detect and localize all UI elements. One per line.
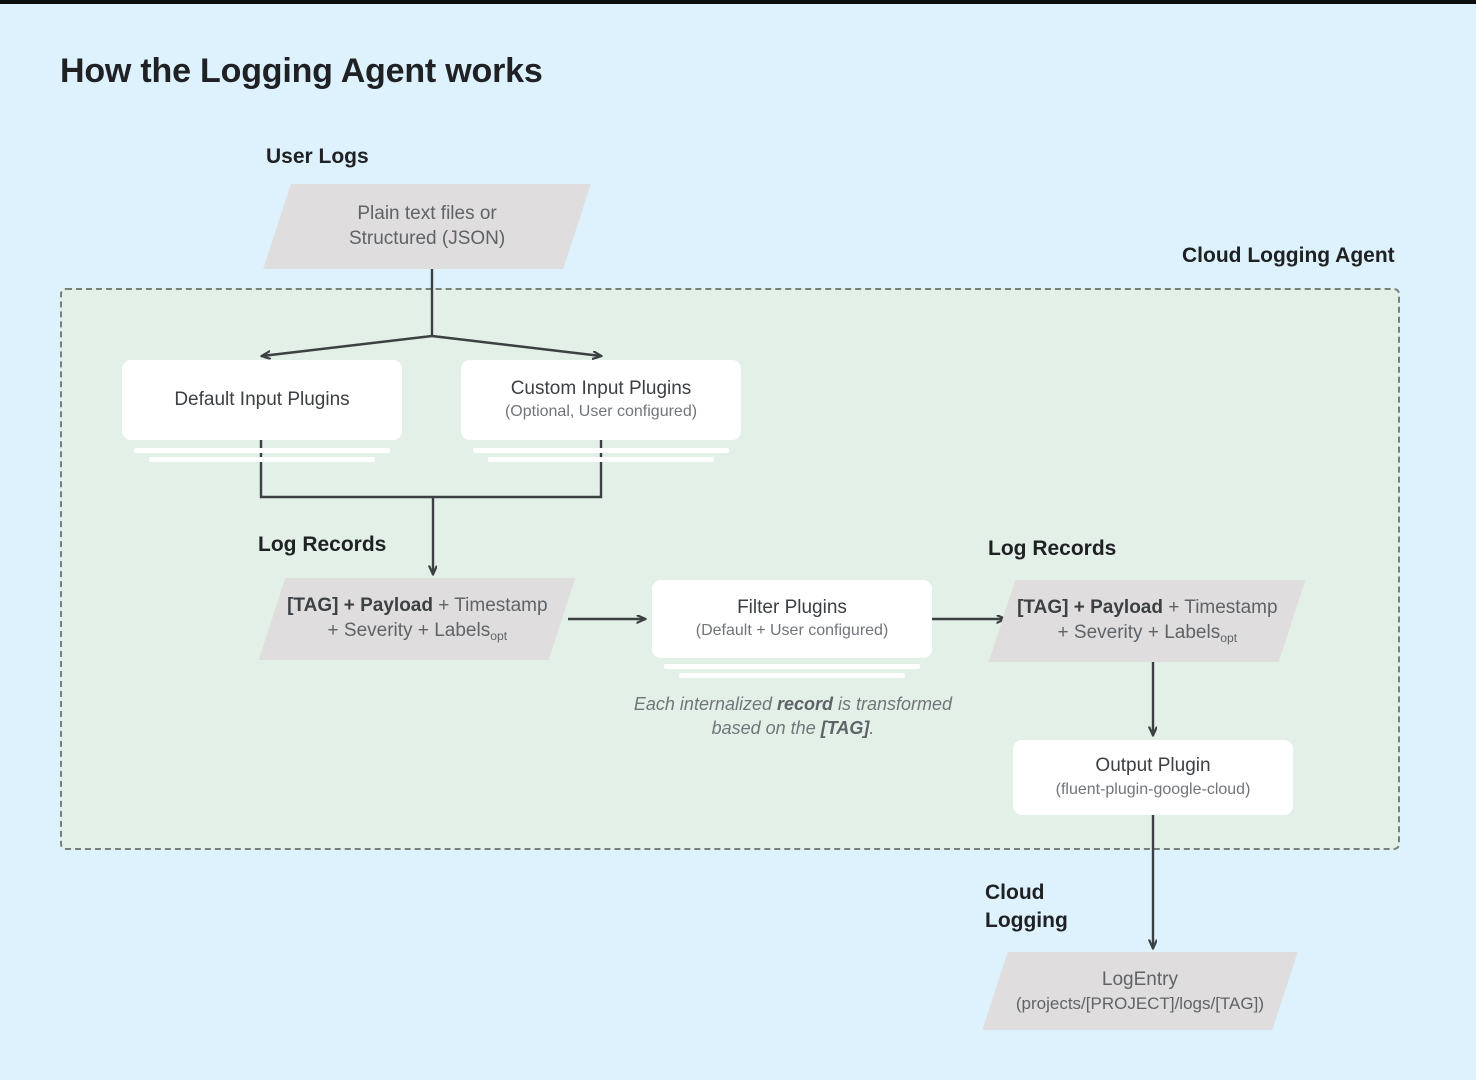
logrec-left-bold: [TAG] + Payload xyxy=(286,595,433,617)
filter-title: Filter Plugins xyxy=(737,596,847,618)
label-cloud-logging: Cloud Logging xyxy=(985,881,1068,932)
filter-subtitle: (Default + User configured) xyxy=(695,622,889,640)
label-log-records-right: Log Records xyxy=(988,537,1117,560)
default-input-title: Default Input Plugins xyxy=(174,389,350,411)
note-part2: is transformed based on the xyxy=(711,694,953,739)
card-custom-input-plugins[interactable]: Custom Input Plugins (Optional, User con… xyxy=(461,360,741,440)
transform-note: Each internalized record is transformed … xyxy=(618,692,968,741)
logrec-right-rest: + Timestamp xyxy=(1162,597,1278,619)
label-log-records-left: Log Records xyxy=(258,533,387,556)
logrec-left-line2: + Severity + Labels xyxy=(327,620,490,641)
note-part1: Each internalized xyxy=(633,694,777,714)
card-output-plugin[interactable]: Output Plugin (fluent-plugin-google-clou… xyxy=(1013,740,1293,815)
user-logs-line2: Structured (JSON) xyxy=(348,227,506,249)
logrec-left-subscript: opt xyxy=(489,629,507,644)
label-cloud-logging-agent: Cloud Logging Agent xyxy=(1182,244,1395,267)
card-default-input-plugins[interactable]: Default Input Plugins xyxy=(122,360,402,440)
note-bold-record: record xyxy=(777,694,834,714)
logrec-right-line2: + Severity + Labels xyxy=(1057,622,1220,643)
page-title: How the Logging Agent works xyxy=(60,52,543,90)
user-logs-line1: Plain text files or xyxy=(357,202,497,224)
logrec-left-rest: + Timestamp xyxy=(432,595,548,617)
note-part3: . xyxy=(869,718,875,739)
output-title: Output Plugin xyxy=(1095,755,1211,777)
logrec-right-subscript: opt xyxy=(1219,631,1237,646)
shape-log-record-right: [TAG] + Payload + Timestamp + Severity +… xyxy=(988,580,1306,662)
note-bold-tag: [TAG] xyxy=(820,718,870,739)
logentry-subtitle: (projects/[PROJECT]/logs/[TAG]) xyxy=(1015,993,1265,1013)
custom-input-title: Custom Input Plugins xyxy=(510,377,692,399)
card-filter-plugins[interactable]: Filter Plugins (Default + User configure… xyxy=(652,580,932,658)
custom-input-subtitle: (Optional, User configured) xyxy=(504,403,698,421)
label-user-logs: User Logs xyxy=(266,145,369,168)
shape-log-record-left: [TAG] + Payload + Timestamp + Severity +… xyxy=(258,578,576,660)
shape-log-entry: LogEntry (projects/[PROJECT]/logs/[TAG]) xyxy=(982,952,1298,1030)
logentry-title: LogEntry xyxy=(1101,968,1179,990)
output-subtitle: (fluent-plugin-google-cloud) xyxy=(1055,780,1251,798)
top-edge-strip xyxy=(0,0,1476,4)
logrec-right-bold: [TAG] + Payload xyxy=(1016,597,1163,619)
shape-user-logs-source: Plain text files or Structured (JSON) xyxy=(263,184,591,269)
